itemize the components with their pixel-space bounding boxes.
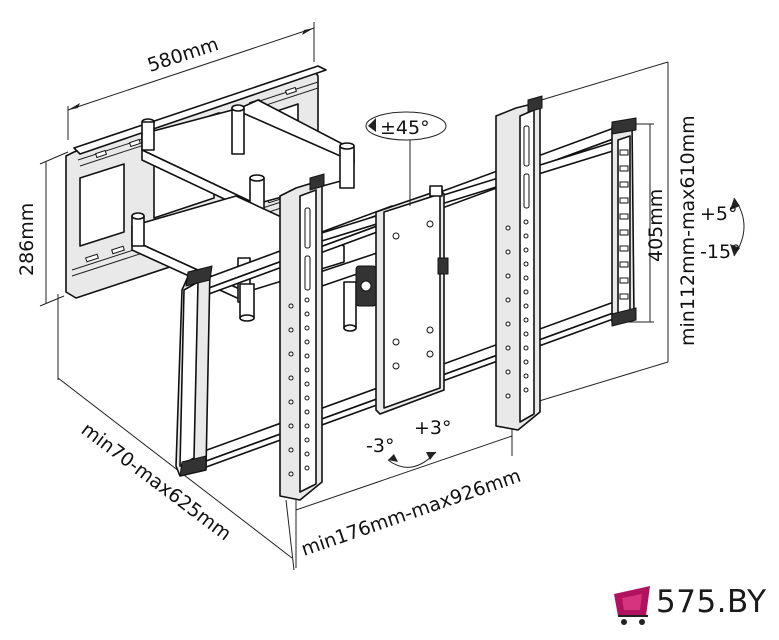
- level-plus-label: +3°: [414, 417, 452, 439]
- dimension-lines: [39, 22, 669, 571]
- tilt-indicator: [730, 197, 745, 257]
- level-minus-label: -3°: [366, 435, 394, 457]
- logo-text: 575.BY: [656, 584, 767, 620]
- frame-height-label: 405mm: [645, 189, 667, 262]
- extension-label: min70-max625mm: [77, 418, 235, 545]
- tilt-down-label: -15°: [700, 241, 741, 263]
- level-indicator: [387, 451, 437, 468]
- tilt-up-label: +5°: [700, 203, 738, 225]
- swivel-indicator: [365, 111, 447, 206]
- vesa-vertical-label: min112mm-max610mm: [677, 115, 699, 346]
- vesa-left-holes: [288, 207, 311, 477]
- wall-plate-height-label: 286mm: [16, 203, 38, 276]
- articulating-arms: [131, 99, 393, 332]
- right-bar-holes: [619, 149, 629, 300]
- tv-frame-right-bar: [611, 117, 637, 327]
- vesa-bar-left: [279, 173, 325, 501]
- vesa-bar-right: [495, 95, 543, 431]
- shopping-cart-icon: [614, 586, 650, 625]
- swivel-head-plate: [355, 185, 449, 415]
- swivel-angle-label: ±45°: [380, 117, 430, 139]
- wall-plate-width-label: 580mm: [145, 33, 222, 77]
- arm-span-label: min176mm-max926mm: [298, 465, 523, 561]
- tv-frame-left-bar: [175, 265, 213, 477]
- vesa-right-holes: [505, 125, 530, 399]
